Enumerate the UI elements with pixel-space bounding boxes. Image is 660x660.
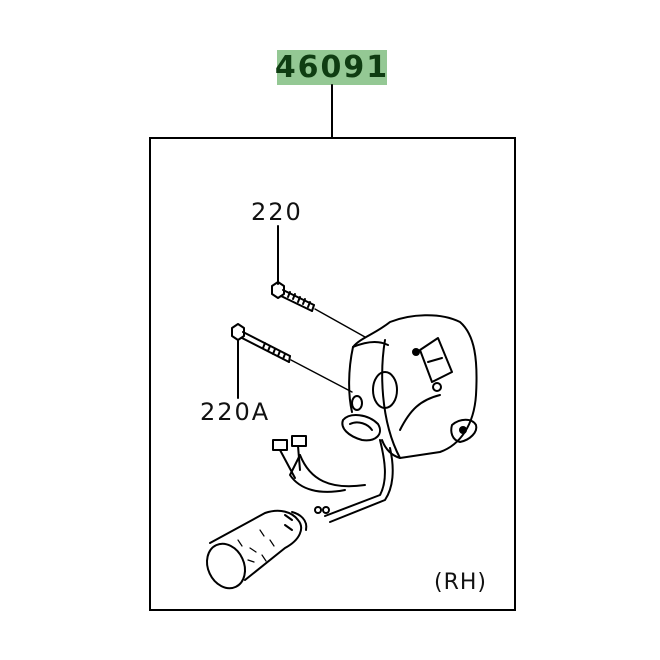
switch-housing-icon: [341, 314, 478, 459]
callout-220-label: 220: [251, 198, 303, 226]
connector-boot-icon: [206, 509, 308, 590]
screw-220-icon: [271, 281, 366, 338]
assembly-part-number-badge: 46091: [274, 50, 390, 85]
wire-harness-icon: [272, 435, 394, 523]
side-label: (RH): [434, 570, 487, 595]
callout-220A-label: 220A: [200, 398, 271, 426]
diagram-frame: [149, 137, 516, 611]
screw-220A-icon: [231, 323, 353, 393]
